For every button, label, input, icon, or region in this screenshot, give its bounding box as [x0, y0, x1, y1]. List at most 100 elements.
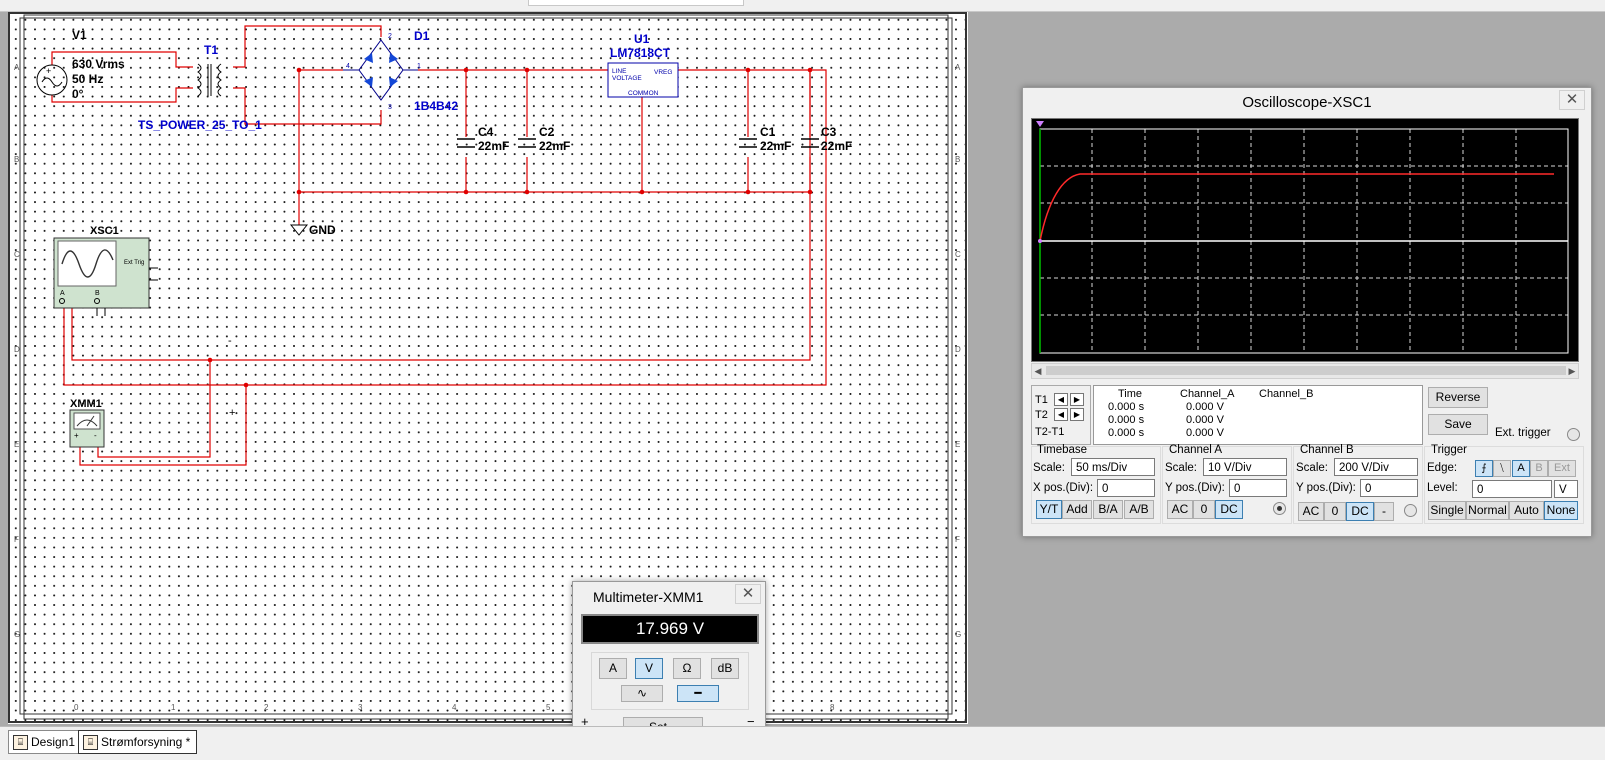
channel-b-terminal[interactable]	[1404, 504, 1417, 517]
xpos-label: X pos.(Div):	[1033, 482, 1094, 494]
readout-time: 0.000 s	[1108, 414, 1145, 426]
add-mode-button[interactable]: Add	[1062, 500, 1092, 519]
u1-pin-vreg: VREG	[654, 69, 672, 76]
readout-header: Time	[1118, 388, 1143, 400]
ground-symbol[interactable]: GND	[289, 223, 336, 237]
col-label: 2	[264, 703, 269, 712]
title-strip	[0, 0, 1605, 12]
t2-right-icon[interactable]: ▶	[1070, 408, 1084, 421]
channel-a-trace	[1039, 173, 1554, 242]
t2-left-icon[interactable]: ◀	[1054, 408, 1068, 421]
row-label: B	[14, 155, 19, 164]
close-icon[interactable]: ✕	[735, 584, 761, 604]
trigger-source-ext-button[interactable]: Ext	[1548, 460, 1576, 477]
scroll-right-icon[interactable]: ▶	[1568, 366, 1576, 376]
readout-header: Channel_B	[1259, 388, 1314, 400]
rising-edge-icon[interactable]: ⨍	[1475, 460, 1493, 477]
reverse-button[interactable]: Reverse	[1428, 387, 1488, 408]
ampere-mode-button[interactable]: A	[599, 658, 627, 679]
readout-a: 0.000 V	[1186, 414, 1224, 426]
none-trigger-button[interactable]: None	[1544, 501, 1578, 520]
col-label: 8	[830, 703, 835, 712]
close-icon[interactable]: ✕	[1559, 90, 1585, 110]
c4-value: 22mF	[478, 139, 509, 153]
channel-a-scale-field[interactable]: 10 V/Div	[1203, 458, 1287, 476]
meter-minus: -	[94, 431, 97, 440]
level-field[interactable]: 0	[1472, 480, 1552, 498]
ac-wave-icon[interactable]: ∿	[621, 685, 663, 702]
channel-a-ac-button[interactable]: AC	[1167, 500, 1193, 519]
oscilloscope-window[interactable]: Oscilloscope-XSC1 ✕ ◀ ▶ T1 ◀	[1022, 87, 1592, 537]
row-label: B	[955, 155, 960, 164]
scroll-thumb[interactable]	[1046, 366, 1566, 375]
ba-mode-button[interactable]: B/A	[1093, 500, 1123, 519]
row-label: A	[955, 63, 961, 72]
scope-instrument-xsc1[interactable]: XSC1 Ext Trig A B	[53, 225, 158, 316]
channel-a-ypos-label: Y pos.(Div):	[1165, 482, 1225, 494]
u1-ref: U1	[634, 32, 650, 46]
capacitors[interactable]	[457, 138, 819, 148]
trigger-source-a-button[interactable]: A	[1512, 460, 1530, 477]
t1-right-icon[interactable]: ▶	[1070, 393, 1084, 406]
channel-b-zero-button[interactable]: 0	[1324, 502, 1346, 521]
auto-trigger-button[interactable]: Auto	[1509, 501, 1544, 520]
t1-left-icon[interactable]: ◀	[1054, 393, 1068, 406]
row-label: C	[955, 250, 961, 259]
channel-b-dc-button[interactable]: DC	[1346, 502, 1374, 521]
yt-mode-button[interactable]: Y/T	[1036, 500, 1062, 519]
xpos-field[interactable]: 0	[1097, 479, 1155, 497]
t2-label: T2	[1035, 409, 1048, 421]
c2-value: 22mF	[539, 139, 570, 153]
c3-ref: C3	[821, 125, 837, 139]
ac-source-v1[interactable]: + V1 630 Vrms 50 Hz 0°	[36, 28, 125, 101]
channel-b-ac-button[interactable]: AC	[1298, 502, 1324, 521]
timebase-title: Timebase	[1037, 444, 1088, 456]
db-mode-button[interactable]: dB	[711, 658, 739, 679]
channel-b-minus-button[interactable]: -	[1374, 502, 1394, 521]
level-label: Level:	[1427, 482, 1458, 494]
v1-voltage: 630 Vrms	[72, 57, 125, 71]
scope-pin-a: A	[60, 290, 65, 297]
channel-a-terminal[interactable]	[1273, 502, 1286, 515]
volt-mode-button[interactable]: V	[635, 658, 663, 679]
dc-line-icon[interactable]: ━	[677, 685, 719, 702]
normal-trigger-button[interactable]: Normal	[1466, 501, 1509, 520]
level-unit[interactable]: V	[1554, 480, 1578, 498]
ext-trigger-terminal[interactable]	[1567, 428, 1580, 441]
channel-a-zero-button[interactable]: 0	[1193, 500, 1215, 519]
multimeter-instrument-xmm1[interactable]: XMM1 + -	[69, 398, 105, 448]
falling-edge-icon[interactable]: ⧹	[1493, 460, 1511, 477]
gnd-label: GND	[309, 223, 336, 237]
oscilloscope-title: Oscilloscope-XSC1	[1242, 94, 1372, 111]
tab-stromforsyning[interactable]: ⌸ Strømforsyning *	[78, 730, 198, 754]
cursor-controls: T1 ◀ ▶ T2 ◀ ▶ T2-T1	[1031, 385, 1091, 445]
ohm-mode-button[interactable]: Ω	[673, 658, 701, 679]
ab-mode-button[interactable]: A/B	[1124, 500, 1154, 519]
readout-time: 0.000 s	[1108, 427, 1145, 439]
transformer-t1[interactable]: T1 TS_POWER_25_TO_1	[138, 43, 262, 132]
channel-b-ypos-field[interactable]: 0	[1360, 479, 1418, 497]
tab-design1[interactable]: ⌸ Design1	[8, 730, 83, 754]
scope-scrollbar[interactable]: ◀ ▶	[1031, 363, 1579, 379]
v1-phase: 0°	[72, 87, 84, 101]
scope-screen[interactable]	[1031, 118, 1579, 362]
plus-sign: +	[229, 407, 235, 419]
channel-a-ypos-field[interactable]: 0	[1229, 479, 1287, 497]
single-trigger-button[interactable]: Single	[1428, 501, 1466, 520]
wires[interactable]	[51, 25, 827, 466]
xmm1-ref: XMM1	[70, 398, 102, 410]
schematic-canvas[interactable]: A B C D E F G A B C D E F G 0 1 2 3 4 5 …	[8, 12, 968, 724]
row-label: E	[955, 440, 960, 449]
schematic-sheet[interactable]	[8, 12, 968, 724]
bridge-rectifier-d1[interactable]: 2 4 1 3 D1 1B4B42	[343, 29, 458, 113]
save-button[interactable]: Save	[1428, 414, 1488, 435]
u1-pin-common: COMMON	[628, 90, 659, 97]
v1-ref: V1	[72, 28, 87, 42]
channel-b-scale-field[interactable]: 200 V/Div	[1334, 458, 1418, 476]
trigger-source-b-button[interactable]: B	[1530, 460, 1548, 477]
channel-a-dc-button[interactable]: DC	[1215, 500, 1243, 519]
scroll-left-icon[interactable]: ◀	[1034, 366, 1042, 376]
timebase-scale-field[interactable]: 50 ms/Div	[1071, 458, 1155, 476]
regulator-u1[interactable]: LINE VOLTAGE VREG COMMON U1 LM7818CT	[607, 32, 679, 98]
t1-label: T1	[1035, 394, 1048, 406]
